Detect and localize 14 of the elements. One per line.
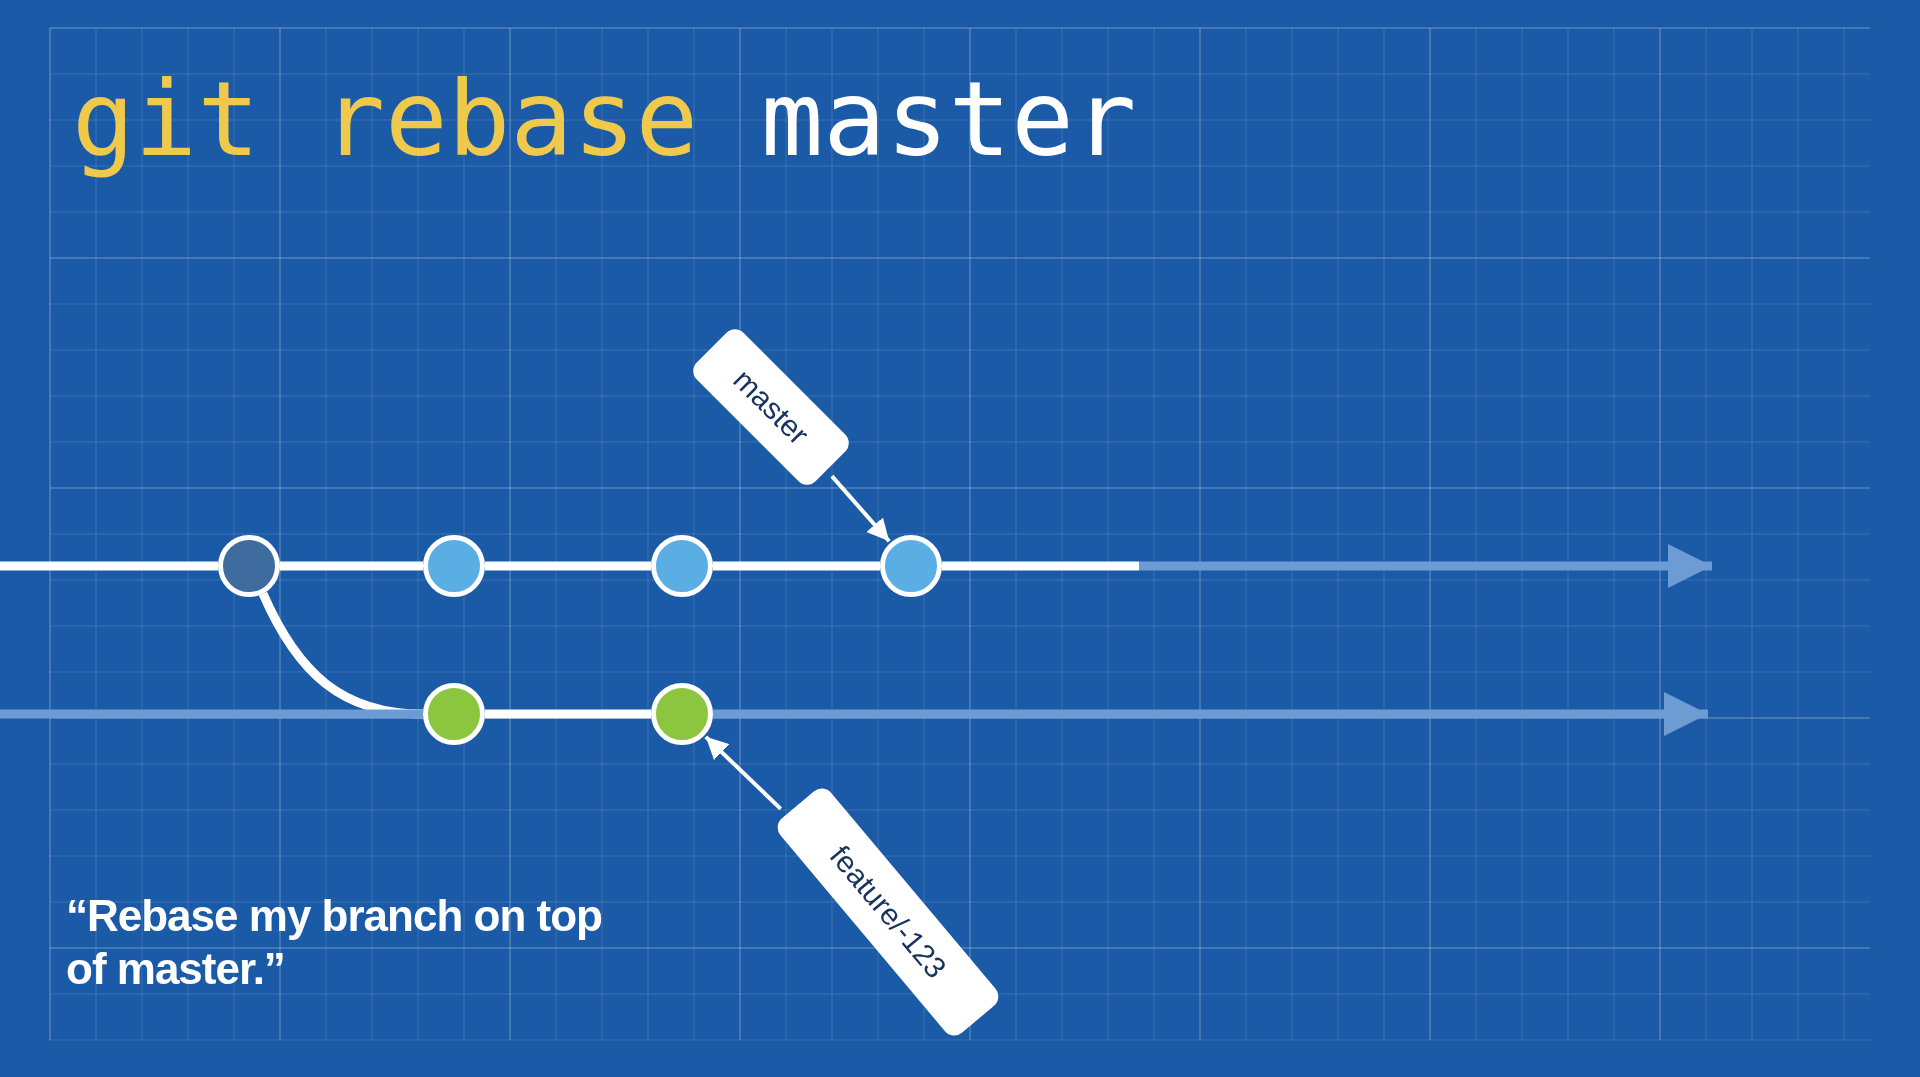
commit-circle (651, 683, 713, 745)
leader-arrow (704, 735, 783, 811)
quote-text: “Rebase my branch on top of master.” (66, 890, 603, 995)
branch-line (485, 709, 651, 719)
command-title: git rebase master (72, 62, 1137, 177)
branch-arrow (942, 544, 1712, 588)
branch-line (485, 561, 651, 571)
branch-line (280, 561, 423, 571)
branch-line (0, 709, 423, 719)
leader-arrow (830, 474, 891, 543)
commit-circle (218, 535, 280, 597)
branch-arrow (713, 692, 1708, 736)
branch-line (0, 561, 218, 571)
branch-line (713, 561, 880, 571)
